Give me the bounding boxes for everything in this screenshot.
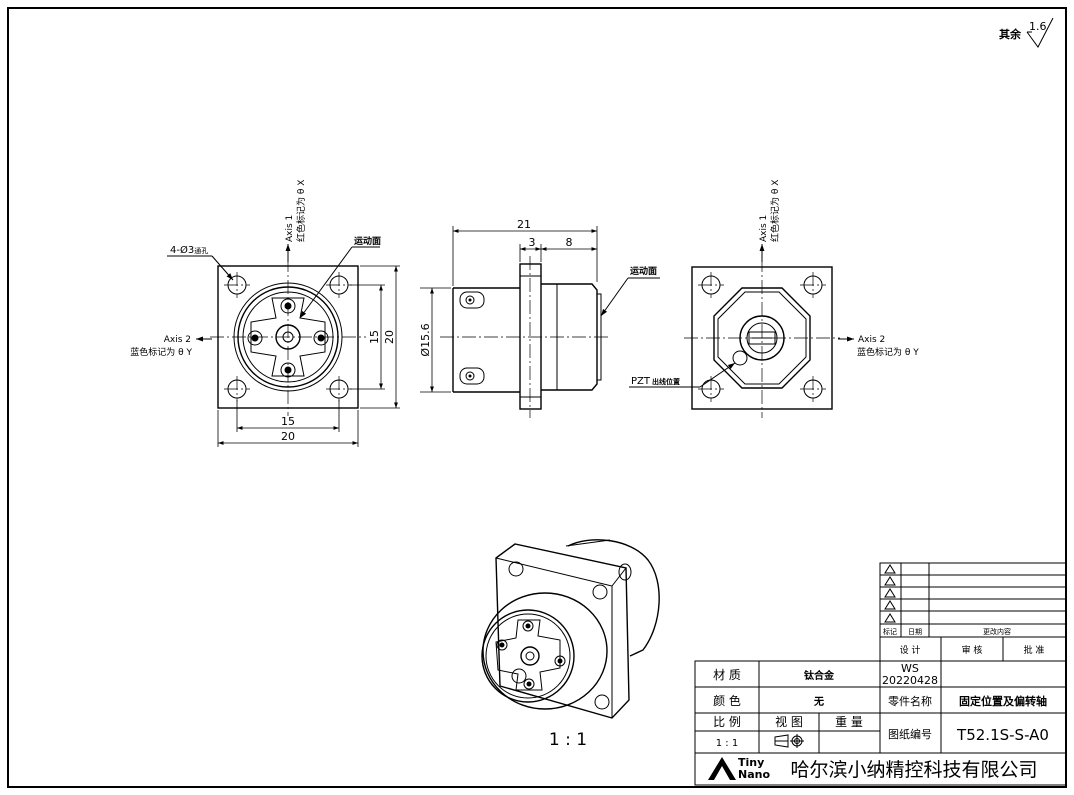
side-dim-diameter: Ø15.6 <box>419 323 432 356</box>
scale-label: 比 例 <box>713 715 741 729</box>
front-view: Axis 1 红色标记为 θ X Axis 2 蓝色标记为 θ Y 4-Ø3通孔… <box>130 180 400 447</box>
drawing-no-label: 图纸编号 <box>888 727 932 741</box>
front-axis1-label: Axis 1 <box>285 215 295 242</box>
screw <box>313 330 329 346</box>
front-axis2-note: 蓝色标记为 θ Y <box>130 346 192 358</box>
pzt-hole <box>732 350 748 366</box>
tinynano-logo: Tiny Nano <box>708 756 770 781</box>
rev-header-mark: 标记 <box>883 627 897 636</box>
title-block: 标记 日期 更改内容 设 计 审 核 批 准 WS 20220428 材 质 钛… <box>694 562 1067 786</box>
side-dim-right: 8 <box>566 236 573 249</box>
design-label: 设 计 <box>900 644 921 656</box>
drawing-border <box>7 7 1067 788</box>
view-label: 视 图 <box>775 714 803 729</box>
side-view: 21 3 8 Ø15.6 运动面 <box>419 218 660 418</box>
front-dim-inner-v: 15 <box>368 330 381 344</box>
rear-axis2-note: 蓝色标记为 θ Y <box>857 346 919 358</box>
front-axis1-note: 红色标记为 θ X <box>295 180 307 242</box>
front-moving-face-label: 运动面 <box>354 236 381 247</box>
svg-text:Tiny: Tiny <box>738 756 764 769</box>
material-label: 材 质 <box>713 668 741 682</box>
side-moving-face-label: 运动面 <box>630 266 657 277</box>
side-dim-flange: 3 <box>529 236 536 249</box>
rear-axis2-label: Axis 2 <box>858 335 885 345</box>
rear-axis1-note: 红色标记为 θ X <box>769 180 781 242</box>
isometric-view <box>481 539 660 719</box>
weight-label: 重 量 <box>835 715 863 729</box>
review-label: 审 核 <box>962 644 983 656</box>
front-dim-outer-h: 20 <box>281 430 295 443</box>
front-axis2-label: Axis 2 <box>164 335 191 345</box>
roughness-value: 1.6 <box>1029 20 1047 33</box>
part-name-value: 固定位置及偏转轴 <box>959 694 1047 708</box>
scale-value: 1 : 1 <box>716 738 738 749</box>
approve-label: 批 准 <box>1024 644 1045 656</box>
color-value: 无 <box>813 696 824 708</box>
design-date: 20220428 <box>882 674 938 687</box>
side-flange <box>519 263 542 410</box>
color-label: 颜 色 <box>713 693 741 708</box>
iso-body <box>482 592 608 710</box>
iso-scale-label: 1 : 1 <box>549 730 587 750</box>
company-name: 哈尔滨小纳精控科技有限公司 <box>790 759 1037 781</box>
front-dim-outer-v: 20 <box>383 330 396 344</box>
side-screw <box>459 291 485 309</box>
side-screw <box>459 367 485 385</box>
side-dim-total: 21 <box>517 218 531 231</box>
svg-text:Nano: Nano <box>738 768 770 781</box>
designer: WS <box>901 662 919 675</box>
surface-roughness-symbol: 其余 1.6 <box>999 17 1054 48</box>
part-name-label: 零件名称 <box>888 694 932 708</box>
rear-axis1-label: Axis 1 <box>759 215 769 242</box>
front-hole-note: 4-Ø3通孔 <box>170 244 208 256</box>
projection-symbol-icon <box>774 734 804 748</box>
material-value: 钛合金 <box>804 669 835 682</box>
rev-header-date: 日期 <box>908 628 922 636</box>
rear-octagon <box>713 287 811 389</box>
iso-flange <box>495 543 630 719</box>
front-dim-inner-h: 15 <box>281 415 295 428</box>
screw <box>247 330 263 346</box>
drawing-no-value: T52.1S-S-A0 <box>956 726 1049 744</box>
roughness-prefix: 其余 <box>999 27 1022 41</box>
rev-header-content: 更改内容 <box>983 627 1011 636</box>
